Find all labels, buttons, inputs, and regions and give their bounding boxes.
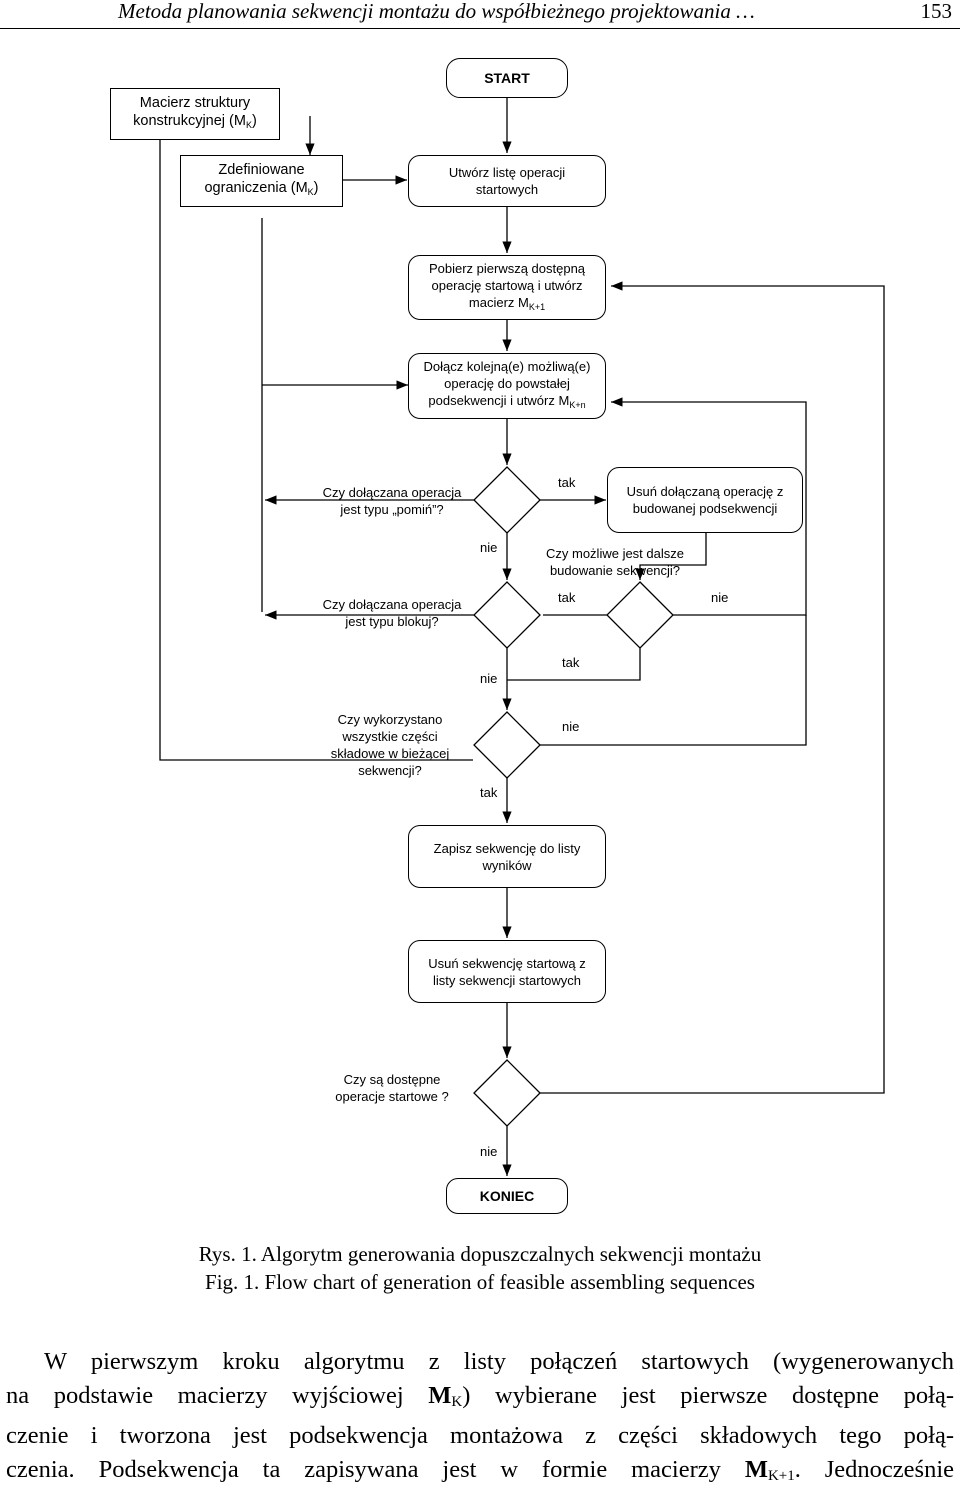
remove-op-box: Usuń dołączaną operację z budowanej pods… [607,467,803,533]
question-possible-line1: Czy możliwe jest dalsze [546,546,684,561]
save-sequence-line2: wyników [482,857,532,873]
paragraph-line-3: czenie i tworzona jest podsekwencja mont… [6,1422,954,1449]
attach-next-line3: podsekwencji i utwórz M [428,393,570,408]
no-label-skip: nie [480,540,498,555]
yes-label-skip: tak [558,475,576,490]
take-first-line1: Pobierz pierwszą dostępną [428,260,586,276]
take-first-box: Pobierz pierwszą dostępną operację start… [408,255,606,320]
question-skip-line2: jest typu „pomiń”? [340,502,444,517]
constraints-sub: K [307,187,314,197]
constraints-line2: ograniczenia (M [204,180,308,196]
question-available-line1: Czy są dostępne [343,1072,441,1087]
constraints-line1: Zdefiniowane [218,162,305,178]
question-available-line2: operacje startowe ? [335,1089,449,1104]
figure-caption-pl: Rys. 1. Algorytm generowania dopuszczaln… [198,1242,762,1266]
question-possible-line2: budowanie sekwencji? [549,563,681,578]
remove-op-line1: Usuń dołączaną operację z [626,484,784,499]
yes-label-possible: tak [562,655,580,670]
paragraph-line-4-a: czenia. Podsekwencja ta zapisywana jest … [6,1456,745,1483]
paragraph-line-2-a: na podstawie macierzy wyjściowej [6,1382,429,1409]
attach-next-line2: operację do powstałej [444,376,570,391]
no-label-block: nie [480,671,498,686]
question-all-parts-line3: składowe w bieżącej [330,746,450,761]
running-header: Metoda planowania sekwencji montażu do w… [0,0,960,29]
question-all-parts-line4: sekwencji? [358,763,422,778]
paragraph-line-4: czenia. Podsekwencja ta zapisywana jest … [6,1453,954,1493]
end-terminal: KONIEC [446,1178,568,1214]
constraints-close: ) [313,180,319,196]
paragraph-line-1: W pierwszym kroku algorytmu z listy połą… [44,1348,954,1375]
start-label: START [484,69,530,86]
question-all-parts-line1: Czy wykorzystano [337,712,443,727]
flowchart-connectors [159,98,885,1176]
no-label-available: nie [480,1144,498,1159]
attach-next-line1: Dołącz kolejną(e) możliwą(e) [423,359,591,374]
attach-next-box: Dołącz kolejną(e) możliwą(e) operację do… [408,353,606,419]
paragraph-line-4-b: . Jednocześnie [794,1456,955,1483]
paragraph-line-4-matrix: M [744,1456,768,1483]
body-paragraph: W pierwszym kroku algorytmu z listy połą… [6,1345,954,1493]
question-possible: Czy możliwe jest dalsze budowanie sekwen… [530,545,700,579]
attach-next-sub: K+n [569,400,586,410]
take-first-line3: macierz M [468,294,529,310]
remove-start-line2: listy sekwencji startowych [432,972,582,988]
paragraph-line-2-sub: K [451,1394,463,1410]
end-label: KONIEC [479,1187,535,1204]
no-label-possible: nie [711,590,729,605]
structure-matrix-sub: K [245,120,252,130]
paragraph-line-2-b: ) wybierane jest pierwsze dostępne połą- [462,1382,954,1409]
structure-matrix-line1: Macierz struktury [139,95,251,111]
running-title: Metoda planowania sekwencji montażu do w… [118,0,755,23]
structure-matrix-close: ) [251,113,257,129]
create-list-line2: startowych [475,182,539,197]
save-sequence-line1: Zapisz sekwencję do listy [433,840,581,856]
structure-matrix-line2: konstrukcyjnej (M [133,113,246,129]
question-block: Czy dołączana operacja jest typu blokuj? [300,596,484,630]
take-first-line2: operację startową i utwórz [431,277,583,293]
take-first-sub: K+1 [528,301,546,312]
save-sequence-box: Zapisz sekwencję do listy wyników [408,825,606,888]
create-list-box: Utwórz listę operacji startowych [408,155,606,207]
figure-caption-en: Fig. 1. Flow chart of generation of feas… [205,1270,755,1294]
remove-start-line1: Usuń sekwencję startową z [428,955,586,971]
question-available: Czy są dostępne operacje startowe ? [318,1071,466,1105]
question-all-parts: Czy wykorzystano wszystkie części składo… [315,711,465,779]
paragraph-line-2: na podstawie macierzy wyjściowej MK) wyb… [6,1379,954,1419]
paragraph-line-2-matrix: M [428,1382,452,1409]
yes-label-all-parts: tak [480,785,498,800]
no-label-all-parts: nie [562,719,580,734]
remove-op-line2: budowanej podsekwencji [632,501,778,516]
question-block-line2: jest typu blokuj? [345,614,439,629]
paragraph-line-4-sub: K+1 [767,1468,795,1484]
question-skip-line1: Czy dołączana operacja [322,485,462,500]
question-block-line1: Czy dołączana operacja [322,597,462,612]
yes-label-block: tak [558,590,576,605]
page-number: 153 [920,0,953,23]
question-all-parts-line2: wszystkie części [342,729,438,744]
start-terminal: START [446,58,568,98]
question-skip: Czy dołączana operacja jest typu „pomiń”… [300,484,484,518]
constraints-box: Zdefiniowane ograniczenia (MK) [180,155,343,207]
create-list-line1: Utwórz listę operacji [448,165,566,180]
remove-start-box: Usuń sekwencję startową z listy sekwencj… [408,940,606,1003]
structure-matrix-box: Macierz struktury konstrukcyjnej (MK) [110,88,280,140]
